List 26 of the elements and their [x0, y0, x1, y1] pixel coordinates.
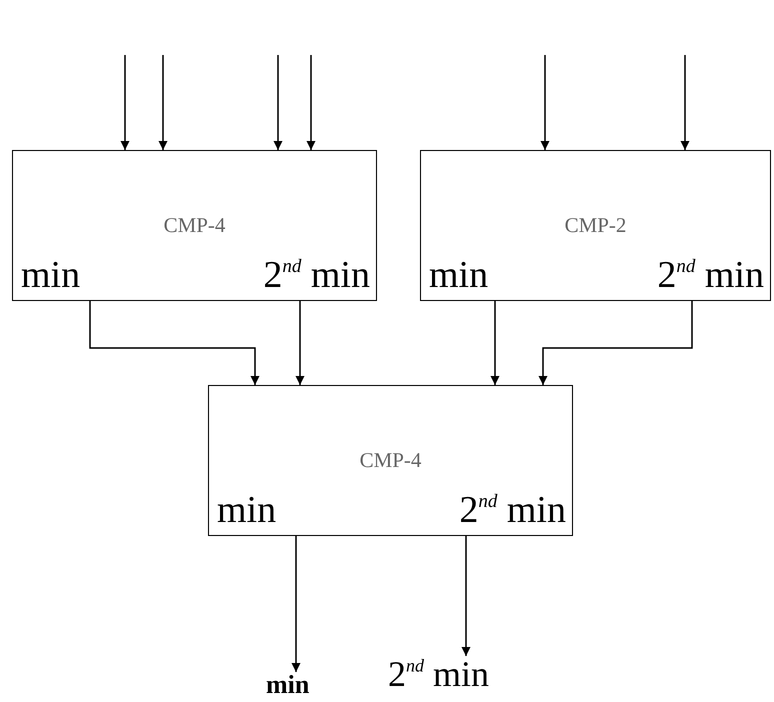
- comparator-box: [420, 150, 771, 301]
- comparator-box: [12, 150, 377, 301]
- output-label: 2$^{nd}$ min: [263, 256, 370, 294]
- comparator-box: [208, 385, 573, 536]
- output-label: min: [21, 256, 80, 294]
- arrow: [158, 55, 168, 150]
- arrow: [680, 55, 690, 150]
- output-label: min: [429, 256, 488, 294]
- output-label: 2$^{nd}$ min: [657, 256, 764, 294]
- comparator-label: CMP-4: [162, 213, 226, 238]
- arrow: [120, 55, 130, 150]
- arrow: [462, 536, 470, 656]
- output-label: 2$^{nd}$ min: [388, 654, 490, 694]
- arrow: [540, 55, 550, 150]
- arrow: [490, 301, 500, 385]
- output-label: 2$^{nd}$ min: [459, 491, 566, 529]
- comparator-label: CMP-4: [358, 448, 422, 473]
- arrow: [538, 301, 693, 385]
- arrow: [274, 55, 282, 150]
- arrow: [89, 301, 260, 385]
- arrow: [306, 55, 316, 150]
- output-label: min: [217, 491, 276, 529]
- comparator-label: CMP-2: [564, 213, 628, 238]
- output-label: min: [266, 670, 310, 699]
- arrow: [292, 536, 300, 672]
- arrow: [296, 301, 304, 385]
